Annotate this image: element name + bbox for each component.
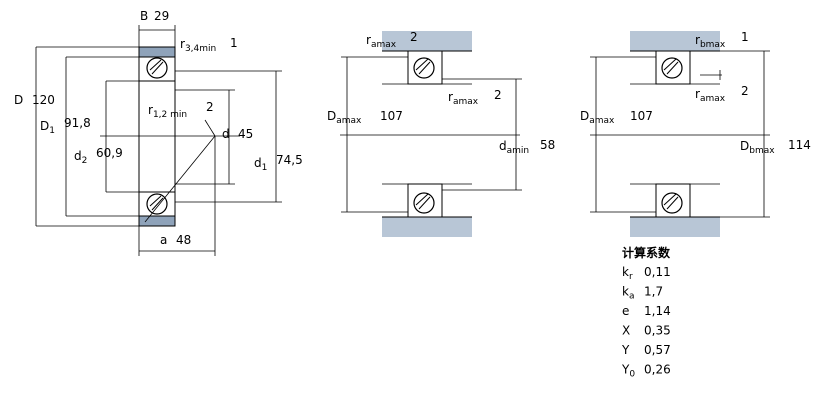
d1-value: 74,5 bbox=[276, 153, 303, 167]
r-ramax-label: ramax bbox=[695, 87, 726, 104]
r-ramax-value: 2 bbox=[741, 84, 749, 98]
d2-label: d2 bbox=[74, 149, 87, 166]
r-Dbmax-label: Dbmax bbox=[740, 139, 775, 156]
r-rbmax-label: rbmax bbox=[695, 33, 726, 50]
a-label: a bbox=[160, 233, 167, 247]
r-rbmax-value: 1 bbox=[741, 30, 749, 44]
housing-bottom bbox=[382, 217, 472, 237]
mounting-housing: Damax 107 Dbmax 114 rbmax 1 ramax 2 bbox=[580, 30, 811, 237]
r34-label: r3,4min bbox=[180, 37, 216, 54]
D-value: 120 bbox=[32, 93, 55, 107]
d-label: d bbox=[222, 127, 230, 141]
d1-label: d1 bbox=[254, 156, 267, 173]
mid-ramax-top-value: 2 bbox=[410, 30, 418, 44]
d-value: 45 bbox=[238, 127, 253, 141]
r34-value: 1 bbox=[230, 36, 238, 50]
factors-title: 计算系数 bbox=[622, 245, 671, 260]
mounting-shaft: Damax 107 damin 58 ramax 2 ramax 2 bbox=[327, 30, 555, 237]
a-value: 48 bbox=[176, 233, 191, 247]
r-Damax-label: Damax bbox=[580, 109, 615, 126]
D1-value: 91,8 bbox=[64, 116, 91, 130]
D1-label: D1 bbox=[40, 119, 55, 136]
mid-damin-label: damin bbox=[499, 139, 529, 156]
mid-Damax-label: Damax bbox=[327, 109, 362, 126]
mid-ramax-mid-value: 2 bbox=[494, 88, 502, 102]
d2-value: 60,9 bbox=[96, 146, 123, 160]
B-label: B bbox=[140, 9, 148, 23]
outer-ring-bottom bbox=[138, 215, 176, 227]
mid-ramax-mid-label: ramax bbox=[448, 90, 479, 107]
r-housing-bottom bbox=[630, 217, 720, 237]
mid-Damax-value: 107 bbox=[380, 109, 403, 123]
B-value: 29 bbox=[154, 9, 169, 23]
r-Damax-value: 107 bbox=[630, 109, 653, 123]
mid-damin-value: 58 bbox=[540, 138, 555, 152]
outer-ring-top bbox=[138, 46, 176, 58]
mid-ramax-top-label: ramax bbox=[366, 33, 397, 50]
housing-top bbox=[382, 31, 472, 51]
r-Dbmax-value: 114 bbox=[788, 138, 811, 152]
r12-label: r1,2 min bbox=[148, 103, 187, 120]
bearing-section: B 29 D 120 D1 91,8 d2 60,9 r1,2 min 2 r3… bbox=[14, 9, 303, 256]
r12-value: 2 bbox=[206, 100, 214, 114]
r-housing-top bbox=[630, 31, 720, 51]
D-label: D bbox=[14, 93, 23, 107]
